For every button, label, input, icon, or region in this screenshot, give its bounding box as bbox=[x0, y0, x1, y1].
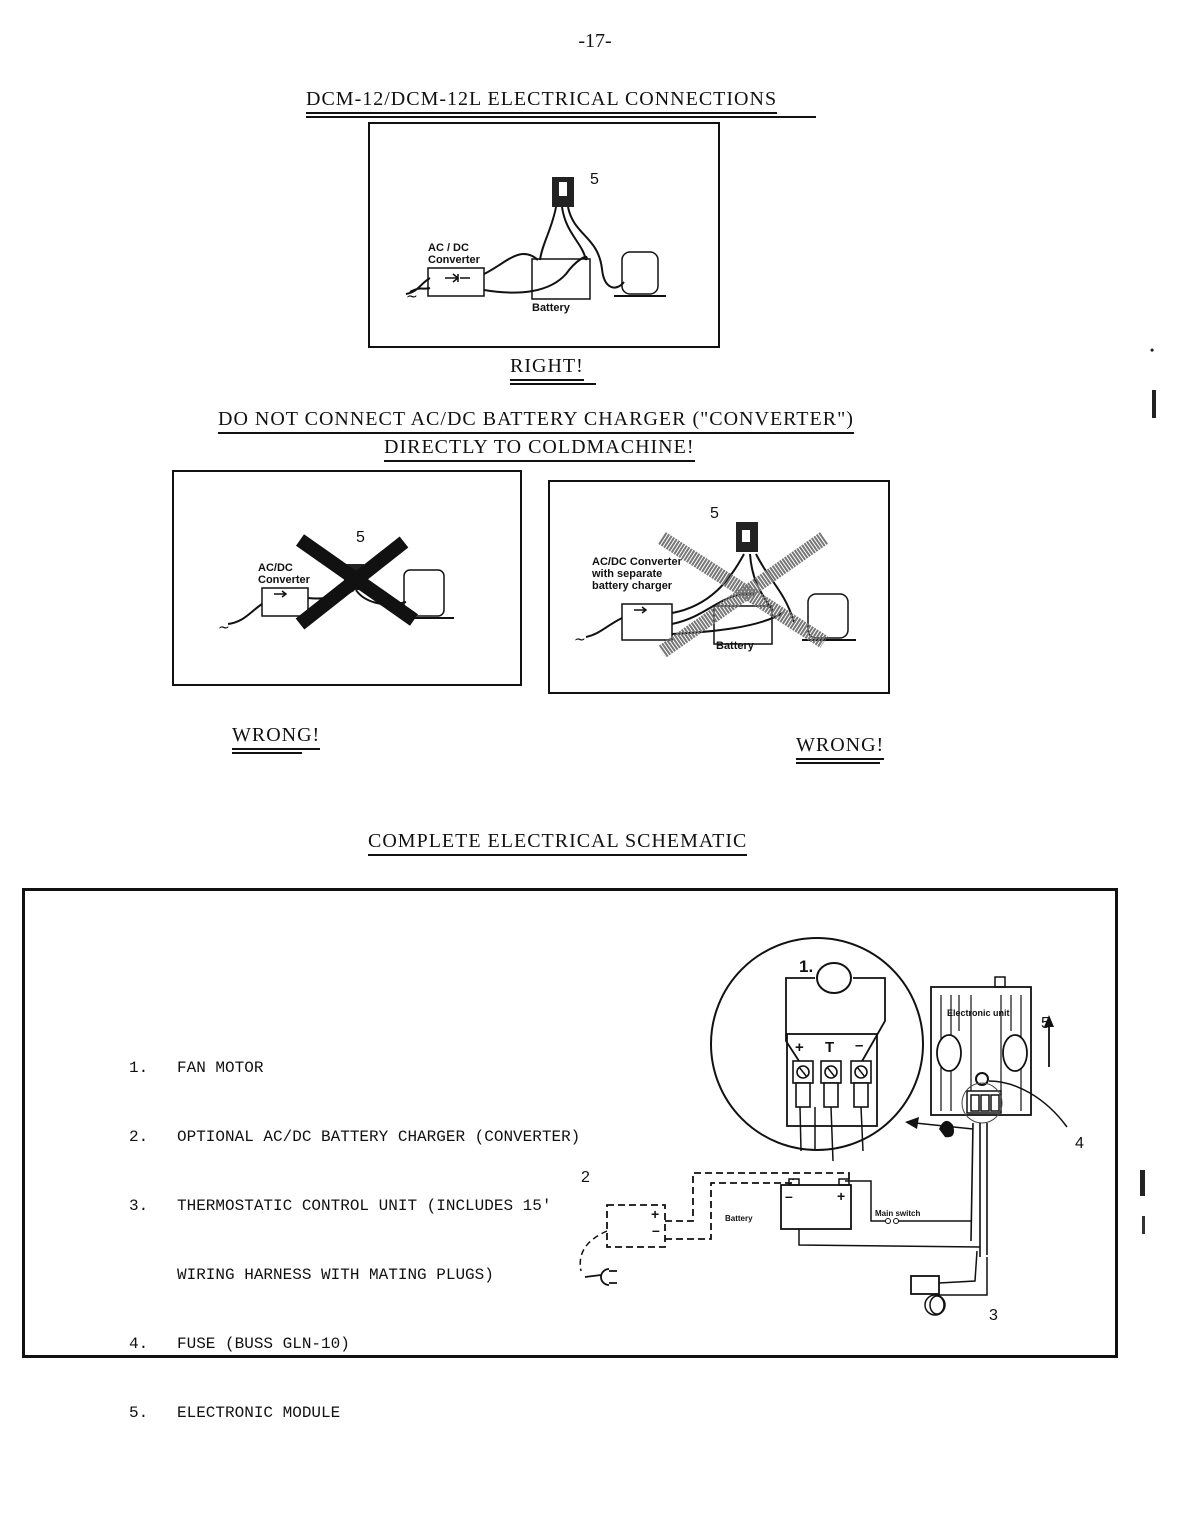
right-wiring-drawing: ~ bbox=[405, 177, 666, 305]
verdict-underline bbox=[796, 762, 880, 764]
scan-mark bbox=[1142, 1216, 1145, 1234]
battery-label: Battery bbox=[716, 640, 754, 652]
page-title: DCM-12/DCM-12L ELECTRICAL CONNECTIONS bbox=[306, 88, 816, 118]
electronic-unit-label: Electronic unit bbox=[947, 1008, 1010, 1018]
module-number-label: 5 bbox=[590, 171, 599, 188]
terminal-t-label: T bbox=[825, 1039, 835, 1056]
wrong-verdict-2-text: WRONG! bbox=[796, 734, 885, 760]
page-number: -17- bbox=[578, 30, 612, 52]
legend-item: 5.ELECTRONIC MODULE bbox=[129, 1404, 341, 1422]
terminal-plus-label: + bbox=[795, 1039, 804, 1056]
verdict-underline bbox=[510, 383, 596, 385]
warning-line-1-text: DO NOT CONNECT AC/DC BATTERY CHARGER ("C… bbox=[218, 408, 854, 434]
legend-item: 4.FUSE (BUSS GLN-10) bbox=[129, 1335, 350, 1353]
converter-label-line1: AC / DC bbox=[428, 242, 469, 254]
fuse-number-label: 4 bbox=[1075, 1135, 1084, 1152]
warning-line-2-text: DIRECTLY TO COLDMACHINE! bbox=[384, 436, 695, 462]
schematic-title-text: COMPLETE ELECTRICAL SCHEMATIC bbox=[368, 830, 748, 856]
title-underline bbox=[306, 116, 816, 118]
svg-text:~: ~ bbox=[406, 289, 418, 305]
legend-item: 3.THERMOSTATIC CONTROL UNIT (INCLUDES 15… bbox=[129, 1197, 552, 1215]
converter-label-line1: AC/DC Converter bbox=[592, 556, 682, 568]
right-verdict-text: RIGHT! bbox=[510, 355, 584, 381]
charger-minus-label: – bbox=[652, 1222, 660, 1238]
battery-minus-label: – bbox=[785, 1188, 793, 1204]
wrong-wiring-drawing-1: ~ bbox=[218, 534, 454, 636]
scan-mark bbox=[1140, 1170, 1145, 1196]
schematic-legend: 1.FAN MOTOR 2.OPTIONAL AC/DC BATTERY CHA… bbox=[129, 1011, 580, 1471]
scan-mark: • bbox=[1150, 343, 1155, 357]
charger-number-label: 2 bbox=[581, 1169, 590, 1186]
right-verdict: RIGHT! bbox=[510, 355, 596, 385]
page-title-text: DCM-12/DCM-12L ELECTRICAL CONNECTIONS bbox=[306, 88, 778, 114]
module-number-label: 5 bbox=[710, 505, 719, 522]
converter-label-line2: with separate bbox=[592, 568, 663, 580]
verdict-underline bbox=[232, 752, 302, 754]
converter-label-line2: Converter bbox=[258, 574, 310, 586]
converter-label: AC / DC Converter bbox=[428, 242, 480, 266]
legend-item: WIRING HARNESS WITH MATING PLUGS) bbox=[177, 1266, 494, 1284]
module-number-label: 5 bbox=[356, 529, 365, 546]
svg-text:~: ~ bbox=[574, 632, 586, 648]
battery-label: Battery bbox=[532, 302, 570, 314]
legend-item: 1.FAN MOTOR bbox=[129, 1059, 264, 1077]
wrong-verdict-1-text: WRONG! bbox=[232, 724, 321, 750]
converter-label: AC/DC Converter bbox=[258, 562, 310, 586]
wrong-verdict-1: WRONG! bbox=[232, 724, 321, 754]
legend-item: 2.OPTIONAL AC/DC BATTERY CHARGER (CONVER… bbox=[129, 1128, 581, 1146]
converter-label-line1: AC/DC bbox=[258, 562, 293, 574]
module-number-label: 5 bbox=[1041, 1015, 1050, 1032]
terminal-minus-label: – bbox=[855, 1037, 864, 1054]
wrong-connection-diagram-1: ~ 5 AC/DC Converter bbox=[172, 470, 522, 686]
scan-mark bbox=[1152, 390, 1156, 418]
wrong-verdict-2: WRONG! bbox=[796, 734, 885, 764]
main-switch-label: Main switch bbox=[875, 1209, 921, 1218]
schematic-wiring-drawing bbox=[579, 937, 1068, 1316]
converter-label-line3: battery charger bbox=[592, 580, 673, 592]
right-connection-diagram: ~ 5 AC / DC Converter Battery bbox=[368, 122, 720, 348]
fan-motor-label: 1. bbox=[799, 957, 814, 976]
battery-plus-label: + bbox=[837, 1188, 846, 1204]
converter-label: AC/DC Converter with separate battery ch… bbox=[592, 556, 682, 592]
battery-label: Battery bbox=[725, 1214, 753, 1223]
thermostat-number-label: 3 bbox=[989, 1307, 998, 1324]
schematic-title: COMPLETE ELECTRICAL SCHEMATIC bbox=[368, 830, 748, 856]
warning-line-1: DO NOT CONNECT AC/DC BATTERY CHARGER ("C… bbox=[218, 408, 854, 434]
wrong-connection-diagram-2: ~ 5 AC/DC Converter with separate batter… bbox=[548, 480, 890, 694]
charger-plus-label: + bbox=[651, 1206, 660, 1222]
wrong-wiring-drawing-2: ~ bbox=[574, 522, 856, 658]
converter-label-line2: Converter bbox=[428, 254, 480, 266]
svg-text:~: ~ bbox=[218, 620, 230, 636]
complete-schematic-panel: 1.FAN MOTOR 2.OPTIONAL AC/DC BATTERY CHA… bbox=[22, 888, 1118, 1422]
warning-line-2: DIRECTLY TO COLDMACHINE! bbox=[384, 436, 695, 462]
